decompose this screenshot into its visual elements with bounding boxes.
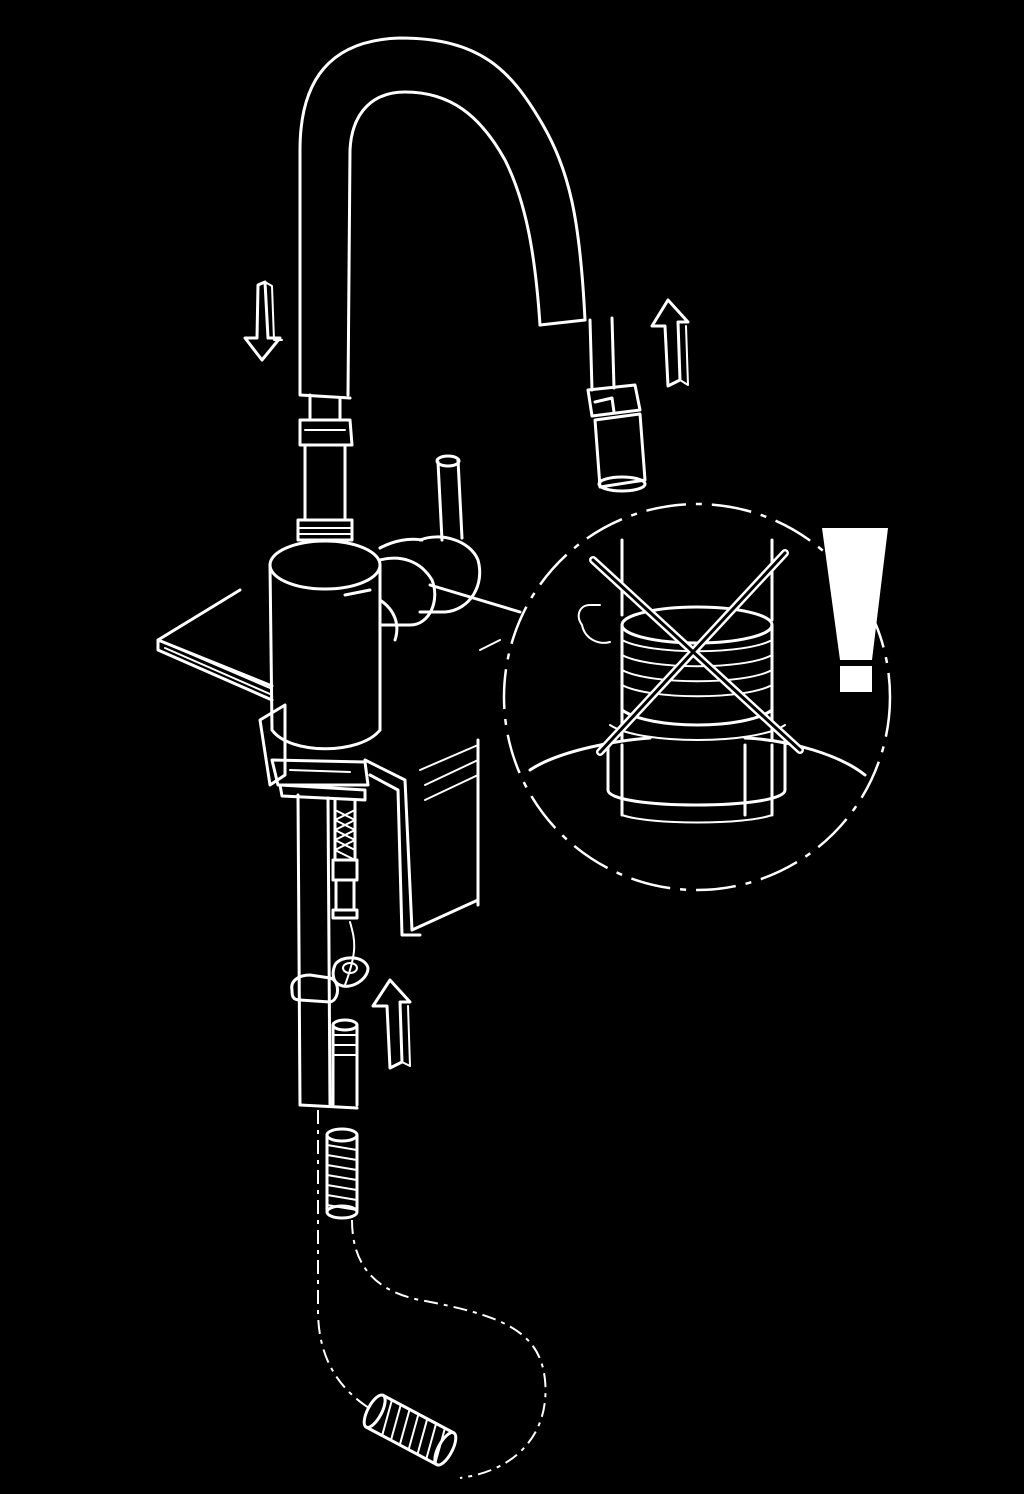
spray-head-connector [586,383,647,493]
spout-hose [298,36,616,422]
mounting-nut [258,703,370,802]
hose-weight-spring-bottom [362,1393,458,1467]
connector-left [296,418,354,542]
warning-exclamation-icon [822,528,888,692]
hose-weight-spring [325,1127,359,1220]
arrow-down [243,280,283,362]
detail-callout [502,502,892,892]
arrow-up-bottom [371,978,412,1070]
hose-guide-clip [290,956,370,1004]
detail-shank [528,538,867,824]
arrow-up-right [650,298,690,388]
countertop [156,583,522,702]
hose-loop [317,1110,547,1479]
faucet-body [268,539,437,751]
hose-fitting [298,1018,359,1110]
lever-handle [378,454,482,614]
threaded-shank [296,793,359,1107]
cross-mark-icon [589,549,804,756]
sink-basin [363,738,480,937]
